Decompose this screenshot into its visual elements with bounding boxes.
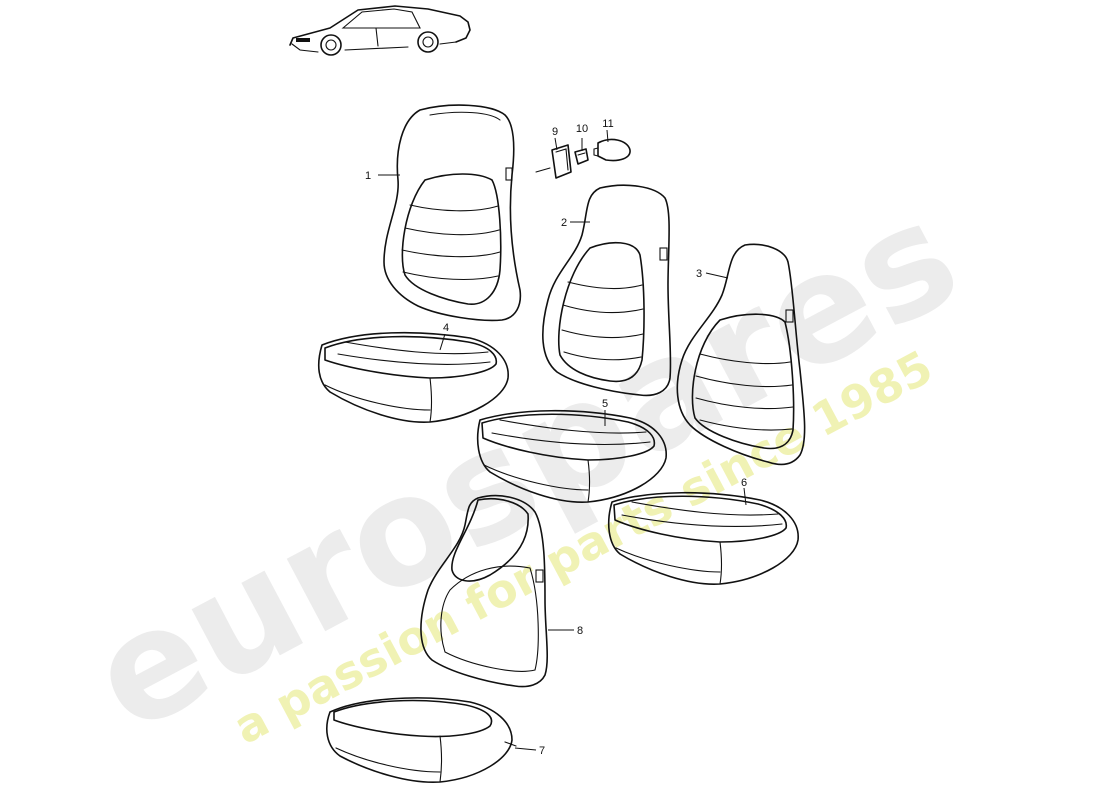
- car-thumbnail: [289, 5, 471, 56]
- callout-2: 2: [561, 217, 567, 229]
- callout-5: 5: [602, 398, 608, 410]
- part-11-cap: [593, 138, 631, 162]
- callout-9: 9: [552, 126, 558, 138]
- callout-11: 11: [602, 118, 613, 130]
- watermark: eurospares a passion for parts since 198…: [65, 168, 984, 767]
- seat-back-3: [676, 243, 806, 466]
- seat-back-2: [542, 184, 672, 397]
- seat-back-1: [383, 104, 522, 322]
- callout-6: 6: [741, 477, 747, 489]
- callout-4: 4: [443, 322, 449, 334]
- seat-cushion-6: [607, 491, 799, 585]
- part-10-clip: [574, 148, 589, 165]
- watermark-brand: eurospares: [65, 168, 984, 767]
- callout-leaders: [378, 129, 747, 751]
- seat-cushion-5: [476, 409, 667, 503]
- seat-cushion-4: [317, 331, 509, 423]
- callout-labels: 1 2 3 4 5 6 7 8 9 10 11: [365, 118, 747, 757]
- callout-3: 3: [696, 268, 702, 280]
- callout-10: 10: [576, 123, 588, 135]
- part-9-cover: [535, 144, 572, 179]
- callout-8: 8: [577, 625, 583, 637]
- seat-cushion-7: [326, 697, 517, 784]
- seat-back-8: [420, 494, 549, 688]
- callout-1: 1: [365, 170, 371, 182]
- callout-7: 7: [539, 745, 545, 757]
